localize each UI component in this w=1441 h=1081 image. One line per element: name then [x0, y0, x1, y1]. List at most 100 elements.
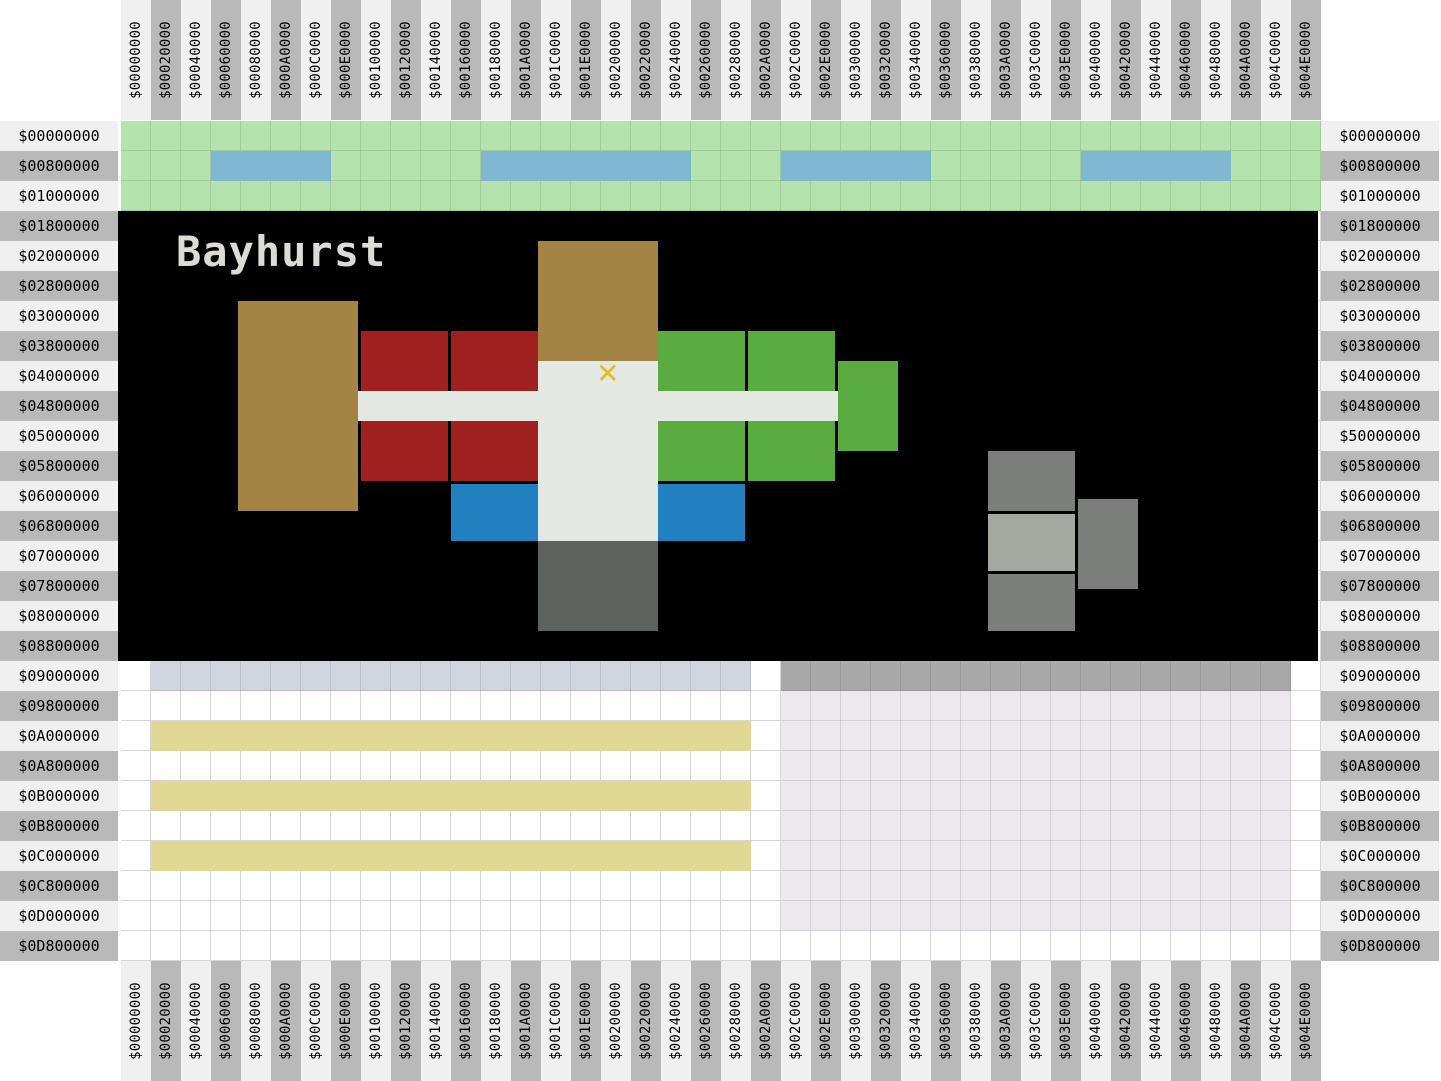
- grid-cell: [541, 901, 571, 931]
- grid-cell: [751, 781, 781, 811]
- right-row-label: $0B800000: [1321, 811, 1439, 841]
- grid-cell: [301, 811, 331, 841]
- grid-cell: [1111, 931, 1141, 961]
- grid-cell: [271, 691, 301, 721]
- grid-cell: [1291, 841, 1321, 871]
- green-block: [658, 331, 745, 391]
- top-column-label: $00280000: [721, 0, 751, 120]
- grid-cell: [601, 751, 631, 781]
- column-label-text: $00060000: [218, 982, 234, 1060]
- grid-cell: [361, 931, 391, 961]
- grid-cell: [271, 751, 301, 781]
- left-row-label: $00000000: [0, 121, 118, 151]
- left-row-label: $09000000: [0, 661, 118, 691]
- grid-cell: [331, 811, 361, 841]
- column-label-text: $003E0000: [1058, 982, 1074, 1060]
- left-row-label: $02000000: [0, 241, 118, 271]
- right-row-label: $04000000: [1321, 361, 1439, 391]
- bottom-column-label: $00480000: [1201, 961, 1231, 1081]
- red-block: [451, 421, 538, 481]
- top-column-label: $004C0000: [1261, 0, 1291, 120]
- grid-cell: [451, 691, 481, 721]
- grid-cell: [631, 811, 661, 841]
- gold-strip-region: [151, 781, 751, 811]
- dark-gray-block: [538, 541, 658, 631]
- grid-cell: [751, 841, 781, 871]
- grid-cell: [181, 691, 211, 721]
- column-label-text: $00040000: [188, 982, 204, 1060]
- top-column-label: $002C0000: [781, 0, 811, 120]
- player-marker-icon: ✕: [596, 357, 620, 390]
- column-label-text: $001A0000: [518, 21, 534, 99]
- right-row-label: $09800000: [1321, 691, 1439, 721]
- right-row-label: $0D800000: [1321, 931, 1439, 961]
- grid-cell: [661, 901, 691, 931]
- column-label-text: $00060000: [218, 21, 234, 99]
- bottom-column-label: $00140000: [421, 961, 451, 1081]
- top-column-label: $00180000: [481, 0, 511, 120]
- column-label-text: $00040000: [188, 21, 204, 99]
- grid-cell: [241, 751, 271, 781]
- grid-cell: [331, 901, 361, 931]
- grid-cell: [1141, 931, 1171, 961]
- column-label-text: $00180000: [488, 21, 504, 99]
- grid-cell: [211, 691, 241, 721]
- grid-cell: [211, 751, 241, 781]
- grid-cell: [241, 871, 271, 901]
- bottom-column-label: $00160000: [451, 961, 481, 1081]
- column-label-text: $002E0000: [818, 982, 834, 1060]
- grid-cell: [361, 811, 391, 841]
- top-column-label: $00360000: [931, 0, 961, 120]
- column-label-text: $003A0000: [998, 21, 1014, 99]
- gray-block: [988, 574, 1075, 631]
- grid-cell: [631, 751, 661, 781]
- grid-cell: [391, 871, 421, 901]
- column-label-text: $00240000: [668, 21, 684, 99]
- left-row-label: $0C800000: [0, 871, 118, 901]
- grid-cell: [121, 811, 151, 841]
- column-label-text: $00400000: [1088, 982, 1104, 1060]
- grid-cell: [601, 901, 631, 931]
- grid-cell: [511, 811, 541, 841]
- grid-cell: [721, 751, 751, 781]
- grid-cell: [211, 871, 241, 901]
- right-row-label: $08000000: [1321, 601, 1439, 631]
- grid-cell: [421, 871, 451, 901]
- column-label-text: $001E0000: [578, 982, 594, 1060]
- column-label-text: $00280000: [728, 21, 744, 99]
- grid-cell: [271, 931, 301, 961]
- grid-cell: [151, 751, 181, 781]
- grid-cell: [121, 661, 151, 691]
- blue-block: [451, 484, 538, 541]
- grid-cell: [241, 931, 271, 961]
- bottom-column-label: $004C0000: [1261, 961, 1291, 1081]
- grid-cell: [1291, 721, 1321, 751]
- bottom-column-label: $00080000: [241, 961, 271, 1081]
- right-row-label: $50000000: [1321, 421, 1439, 451]
- grid-cell: [781, 931, 811, 961]
- gray-block: [1078, 499, 1138, 589]
- grid-cell: [751, 721, 781, 751]
- left-row-label: $05000000: [0, 421, 118, 451]
- grid-cell: [871, 931, 901, 961]
- grid-cell: [421, 691, 451, 721]
- grid-cell: [121, 901, 151, 931]
- bottom-column-label: $00460000: [1171, 961, 1201, 1081]
- top-column-label: $003E0000: [1051, 0, 1081, 120]
- light-gray-block: [988, 514, 1075, 571]
- top-column-label: $003C0000: [1021, 0, 1051, 120]
- grid-cell: [121, 871, 151, 901]
- grid-cell: [421, 751, 451, 781]
- grid-cell: [631, 901, 661, 931]
- grid-cell: [511, 901, 541, 931]
- grid-cell: [391, 811, 421, 841]
- column-label-text: $00460000: [1178, 21, 1194, 99]
- column-label-text: $000E0000: [338, 21, 354, 99]
- column-label-text: $00440000: [1148, 982, 1164, 1060]
- right-row-label: $07000000: [1321, 541, 1439, 571]
- grid-cell: [751, 751, 781, 781]
- column-label-text: $004E0000: [1298, 21, 1314, 99]
- bottom-column-label: $003C0000: [1021, 961, 1051, 1081]
- column-label-text: $00140000: [428, 21, 444, 99]
